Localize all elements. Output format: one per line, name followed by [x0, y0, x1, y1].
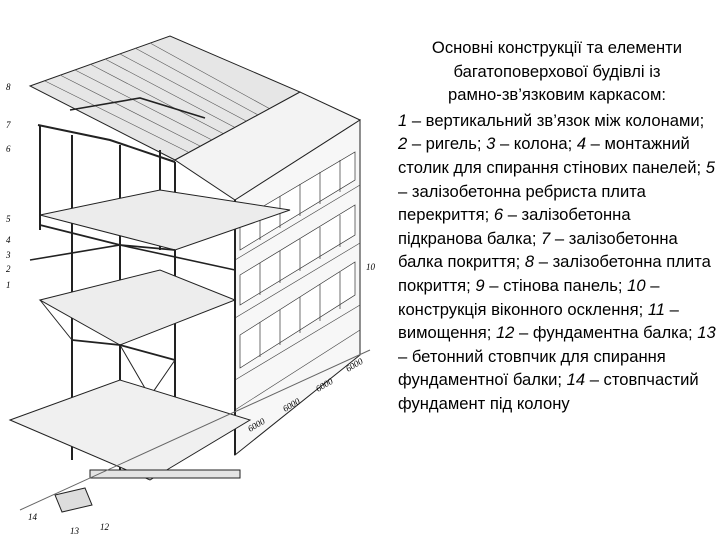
callout-3: 3 [5, 250, 11, 260]
floor-slab-upper [39, 189, 291, 251]
callout-labels: 8 7 6 5 4 3 2 1 10 14 13 12 [5, 82, 376, 536]
legend-item: 5 – залізобетонна ребриста плита перекри… [398, 157, 715, 225]
roof-beam-front [37, 124, 176, 163]
caption-title-line: рамно-зв’язковим каркасом: [448, 85, 666, 105]
callout-1: 1 [6, 280, 11, 290]
girder [39, 224, 176, 251]
legend-text: 1 – вертикальний зв’язок між колонами; 2… [398, 109, 716, 416]
legend-item: 2 – ригель; [398, 134, 487, 154]
figure-caption: Основні конструкції та елементи багатопо… [398, 36, 716, 416]
callout-12: 12 [100, 522, 110, 532]
callout-7: 7 [6, 120, 11, 130]
caption-title-line: Основні конструкції та елементи [431, 38, 683, 57]
building-frame-illustration: 8 7 6 5 4 3 2 1 10 14 13 12 6000 6000 60… [5, 35, 376, 536]
legend-item: 8 – залізобетонна плита покриття; [398, 252, 711, 295]
crane-beam [29, 244, 236, 271]
callout-8: 8 [6, 82, 11, 92]
legend-item: 10 – конструкція віконного осклення; [398, 275, 660, 319]
callout-4: 4 [6, 235, 11, 245]
caption-title: Основні конструкції та елементи багатопо… [398, 36, 716, 107]
legend-item: 4 – монтажний столик для спирання стінов… [398, 134, 706, 177]
foundation-column-footing [54, 487, 93, 513]
callout-13: 13 [70, 526, 80, 536]
legend-item: 13 – бетонний стовпчик для спирання фунд… [398, 323, 716, 390]
foundation-beam [89, 469, 241, 479]
legend-item: 1 – вертикальний зв’язок між колонами; [398, 110, 705, 130]
wall-panels [234, 184, 361, 411]
callout-5: 5 [6, 214, 11, 224]
roof-beam-back [69, 97, 206, 119]
legend-item: 12 – фундаментна балка; [495, 323, 698, 343]
ground-line [19, 349, 371, 511]
legend-item: 14 – стовпчастий фундамент під колону [398, 370, 699, 413]
legend-item: 3 – колона; [486, 134, 577, 154]
legend-item: 9 – стінова панель; [475, 275, 628, 295]
callout-2: 2 [6, 264, 11, 274]
legend-item: 11 – вимощення; [398, 299, 679, 343]
roof-ribs [44, 42, 273, 153]
legend-item: 6 – залізобетонна підкранова балка; [398, 205, 631, 248]
ground-floor-grid [8, 379, 252, 481]
callout-10: 10 [366, 262, 376, 272]
frame-drawing: 8 7 6 5 4 3 2 1 10 14 13 12 6000 6000 60… [5, 35, 376, 536]
caption-title-line: багатоповерхової будівлі із [453, 61, 661, 81]
callout-6: 6 [6, 144, 11, 154]
legend-item: 7 – залізобетонна балка покриття; [398, 228, 678, 272]
callout-14: 14 [28, 512, 38, 522]
floor-slab-lower [38, 269, 237, 346]
